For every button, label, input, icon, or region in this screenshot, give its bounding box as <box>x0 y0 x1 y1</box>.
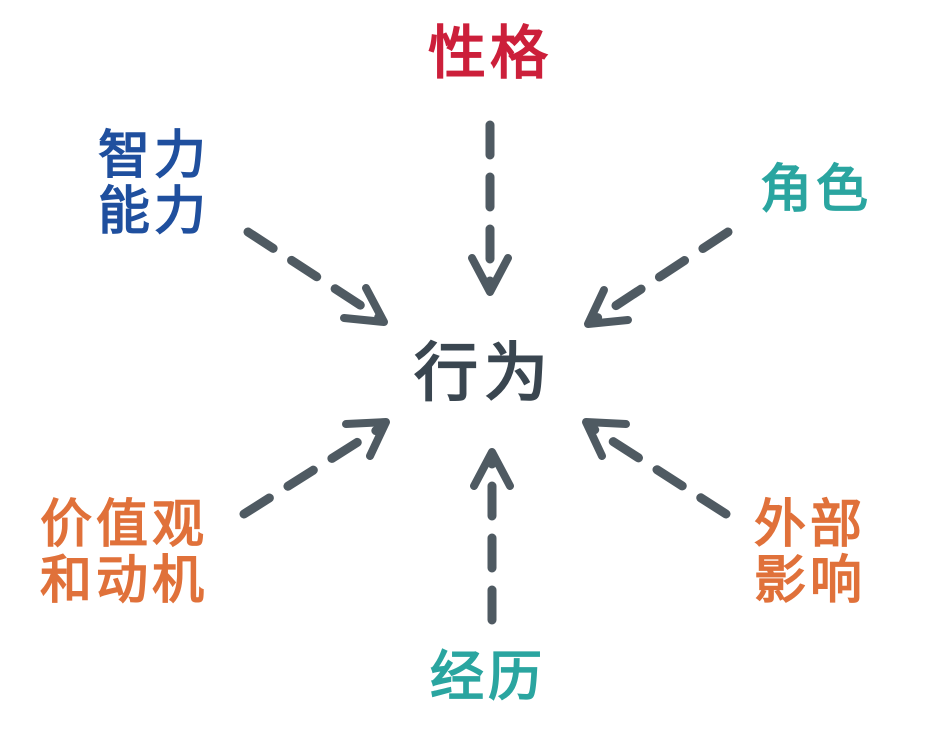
node-external-influence: 外部 影响 <box>754 497 866 609</box>
node-label-line: 智力 <box>98 126 211 186</box>
node-label-line: 角色 <box>760 160 873 220</box>
node-intelligence-ability: 智力 能力 <box>98 128 210 240</box>
node-personality: 性格 <box>428 22 552 85</box>
node-values-motivation: 价值观 和动机 <box>40 497 208 609</box>
node-experience: 经历 <box>430 645 546 708</box>
arrow-topright-to-center <box>584 227 733 328</box>
node-label-line: 影响 <box>754 551 867 612</box>
node-label-line: 价值观 <box>40 495 209 555</box>
node-label-line: 和动机 <box>40 551 209 612</box>
node-label-line: 外部 <box>754 495 867 555</box>
node-label-line: 能力 <box>98 182 211 243</box>
arrow-bottomleft-to-center <box>239 418 390 519</box>
arrow-top-to-center <box>468 120 512 296</box>
node-label-line: 性格 <box>428 19 553 87</box>
node-label-line: 经历 <box>430 645 546 708</box>
arrow-bottomright-to-center <box>582 418 731 519</box>
center-node-behavior: 行为 <box>414 337 554 411</box>
center-node-label: 行为 <box>414 337 554 411</box>
arrow-bottom-to-center <box>470 448 514 625</box>
arrow-topleft-to-center <box>243 227 388 326</box>
node-role: 角色 <box>760 162 872 218</box>
